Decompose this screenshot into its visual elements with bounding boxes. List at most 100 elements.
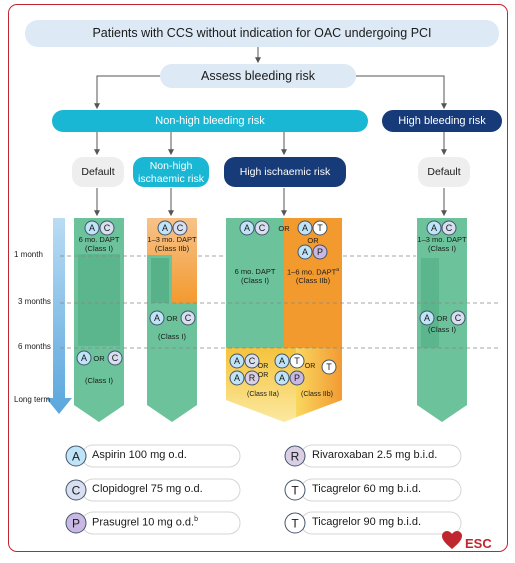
esc-logo-text: ESC: [465, 536, 492, 551]
badge-col3-left-c: C: [254, 220, 270, 236]
col3-or-top: OR: [278, 224, 290, 233]
svg-text:T: T: [291, 483, 299, 497]
legend-label-clopidogrel: Clopidogrel 75 mg o.d.: [92, 483, 203, 495]
svg-text:C: C: [112, 353, 119, 363]
col2-dapt: 1–3 mo. DAPT: [147, 235, 197, 244]
legend-badge-2: C: [65, 479, 87, 501]
non-high-ischaemic-box: [133, 157, 209, 187]
svg-text:C: C: [446, 223, 453, 233]
col4-lower-class: (Class I): [428, 325, 456, 334]
badge-col3-lt-a1: A: [229, 353, 245, 369]
timeline-long-term: Long term: [14, 395, 51, 404]
svg-text:T: T: [317, 223, 323, 233]
legend-badge-0: A: [65, 445, 87, 467]
column-default-left: [74, 218, 124, 422]
svg-text:C: C: [177, 223, 184, 233]
population-box: [25, 20, 499, 47]
non-high-ischaemic-label-2: ischaemic risk: [138, 173, 204, 185]
col4-or: OR: [436, 314, 448, 323]
badge-col4-lower-c: C: [450, 310, 466, 326]
svg-text:P: P: [294, 373, 300, 383]
population-title: Patients with CCS without indication for…: [92, 26, 432, 40]
high-ischaemic-box: [224, 157, 346, 187]
high-bleeding-label: High bleeding risk: [398, 115, 486, 127]
svg-text:A: A: [302, 223, 308, 233]
col2-or: OR: [166, 314, 178, 323]
col2-lower-class: (Class I): [158, 332, 186, 341]
badge-col4-c: C: [441, 220, 457, 236]
badge-col3-lt-a4: A: [274, 370, 290, 386]
timeline-3-months: 3 months: [18, 297, 51, 306]
figure-frame: [8, 4, 508, 552]
col3-lt-or2: OR: [257, 372, 269, 379]
svg-text:A: A: [81, 353, 87, 363]
legend-badge-5: T: [284, 512, 306, 534]
svg-text:T: T: [326, 362, 332, 372]
connectors: [94, 47, 447, 217]
badge-col3-lt-c: C: [244, 353, 260, 369]
badge-col1-c: C: [99, 220, 115, 236]
col3-lt-or3: OR: [304, 363, 316, 370]
default-right-label: Default: [427, 166, 461, 178]
legend-label-ticagrelor-60: Ticagrelor 60 mg b.i.d.: [312, 483, 422, 495]
legend-label-aspirin: Aspirin 100 mg o.d.: [92, 449, 187, 461]
badge-col4-lower-a: A: [419, 310, 435, 326]
badge-col2-lower-a: A: [149, 310, 165, 326]
non-high-bleeding-label: Non-high bleeding risk: [155, 115, 265, 127]
legend-badge-1: R: [284, 445, 306, 467]
col3-left-class: (Class I): [241, 276, 269, 285]
badge-col1-lower-a: A: [76, 350, 92, 366]
svg-text:A: A: [424, 313, 430, 323]
high-bleeding-box: [382, 110, 502, 132]
col4-class: (Class I): [428, 244, 456, 253]
svg-text:P: P: [72, 516, 80, 530]
svg-text:R: R: [291, 449, 300, 463]
badge-col2-a: A: [157, 220, 173, 236]
badge-col3-lt-a2: A: [229, 370, 245, 386]
legend-label-prasugrel: Prasugrel 10 mg o.d.b: [92, 516, 199, 529]
assess-box: [160, 64, 356, 88]
svg-text:C: C: [72, 483, 81, 497]
timeline-1-month: 1 month: [14, 250, 43, 259]
svg-text:P: P: [317, 247, 323, 257]
col3-right-class: (Class IIb): [295, 276, 331, 285]
default-right-box: [418, 157, 470, 187]
badge-col3-right-t: T: [312, 220, 328, 236]
svg-text:A: A: [162, 223, 168, 233]
svg-text:C: C: [249, 356, 256, 366]
badge-col3-left-a: A: [239, 220, 255, 236]
col4-dapt: 1–3 mo. DAPT: [417, 235, 467, 244]
svg-text:C: C: [104, 223, 111, 233]
badge-col3-lt-t1: T: [289, 353, 305, 369]
col1-dapt: 6 mo. DAPT: [78, 235, 120, 244]
col3-lt-or1: OR: [257, 363, 269, 370]
timeline-arrow: [46, 218, 72, 414]
svg-text:T: T: [294, 356, 300, 366]
col1-or: OR: [93, 354, 105, 363]
time-dashes: [60, 255, 500, 349]
col2-class: (Class IIb): [154, 244, 190, 253]
esc-logo: [442, 531, 462, 549]
svg-text:A: A: [154, 313, 160, 323]
timeline-6-months: 6 months: [18, 342, 51, 351]
badge-col1-a: A: [84, 220, 100, 236]
col1-lower-class: (Class I): [85, 376, 113, 385]
legend-label-ticagrelor-90: Ticagrelor 90 mg b.i.d.: [312, 516, 422, 528]
svg-text:A: A: [72, 449, 80, 463]
assess-title: Assess bleeding risk: [201, 69, 315, 83]
svg-text:A: A: [279, 373, 285, 383]
badge-col3-lt-a3: A: [274, 353, 290, 369]
column-high-ischaemic: [226, 218, 342, 422]
badge-col3-lt-p: P: [289, 370, 305, 386]
default-left-box: [72, 157, 124, 187]
svg-text:A: A: [244, 223, 250, 233]
badge-col3-right-a1: A: [297, 220, 313, 236]
svg-text:R: R: [249, 373, 256, 383]
col3-lt-class-right: (Class IIb): [301, 391, 333, 398]
col3-lt-class-left: (Class IIa): [247, 391, 279, 398]
default-left-label: Default: [81, 166, 115, 178]
non-high-bleeding-box: [52, 110, 368, 132]
